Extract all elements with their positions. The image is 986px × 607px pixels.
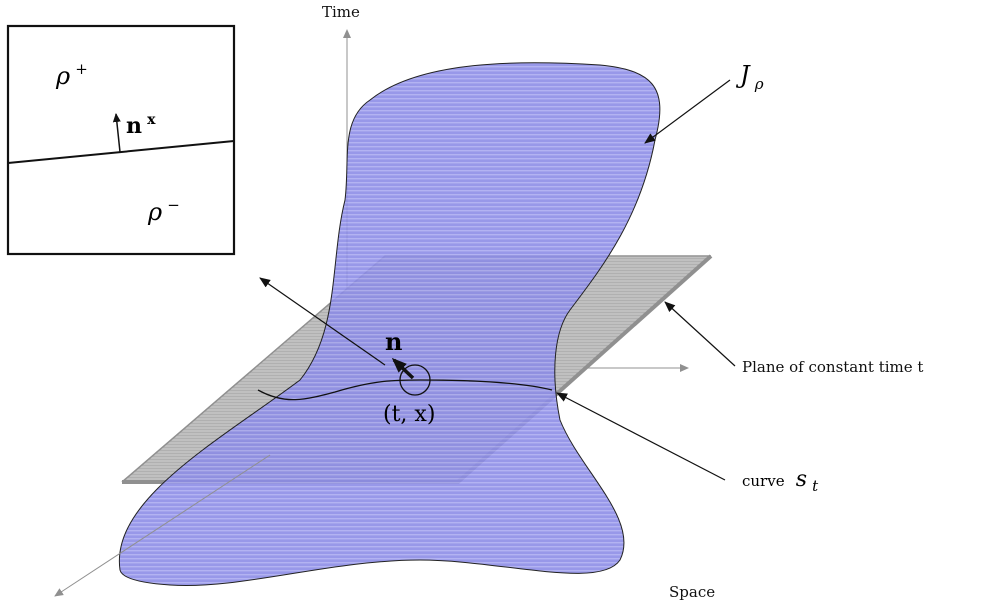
inset-interface-line xyxy=(7,140,235,164)
plane-pointer-arrow xyxy=(664,301,736,367)
curve-label-prefix: curve xyxy=(742,472,785,490)
inset-rho-minus: ρ − xyxy=(147,196,180,226)
curve-symbol: s xyxy=(796,467,807,492)
inset-frame xyxy=(6,24,236,256)
point-label: (t, x) xyxy=(383,402,435,427)
surface-label: J ρ xyxy=(735,61,764,93)
inset-normal-label: n x xyxy=(126,112,156,139)
space-axis-label: Space xyxy=(669,583,715,601)
surface-pointer-arrow xyxy=(644,79,731,144)
surface-j-rho xyxy=(118,62,661,587)
plane-label: Plane of constant time t xyxy=(742,358,923,376)
inset-normal-arrow xyxy=(112,113,121,153)
curve-label: curve s t xyxy=(742,467,819,495)
point-marker xyxy=(399,364,431,396)
time-axis-label: Time xyxy=(322,3,360,21)
inset-panel: ρ + ρ − n x xyxy=(6,24,236,256)
surface-symbol: J xyxy=(735,61,751,89)
curve-s-t xyxy=(257,379,553,401)
space-axis xyxy=(54,454,271,597)
inset-rho-plus: ρ + xyxy=(55,60,88,90)
normal-projection-arrow xyxy=(259,277,386,366)
normal-arrow-n xyxy=(391,357,415,380)
curve-subscript: t xyxy=(812,477,819,495)
surface-subscript: ρ xyxy=(754,75,764,93)
normal-label: n xyxy=(385,327,402,356)
curve-pointer-arrow xyxy=(556,392,726,481)
